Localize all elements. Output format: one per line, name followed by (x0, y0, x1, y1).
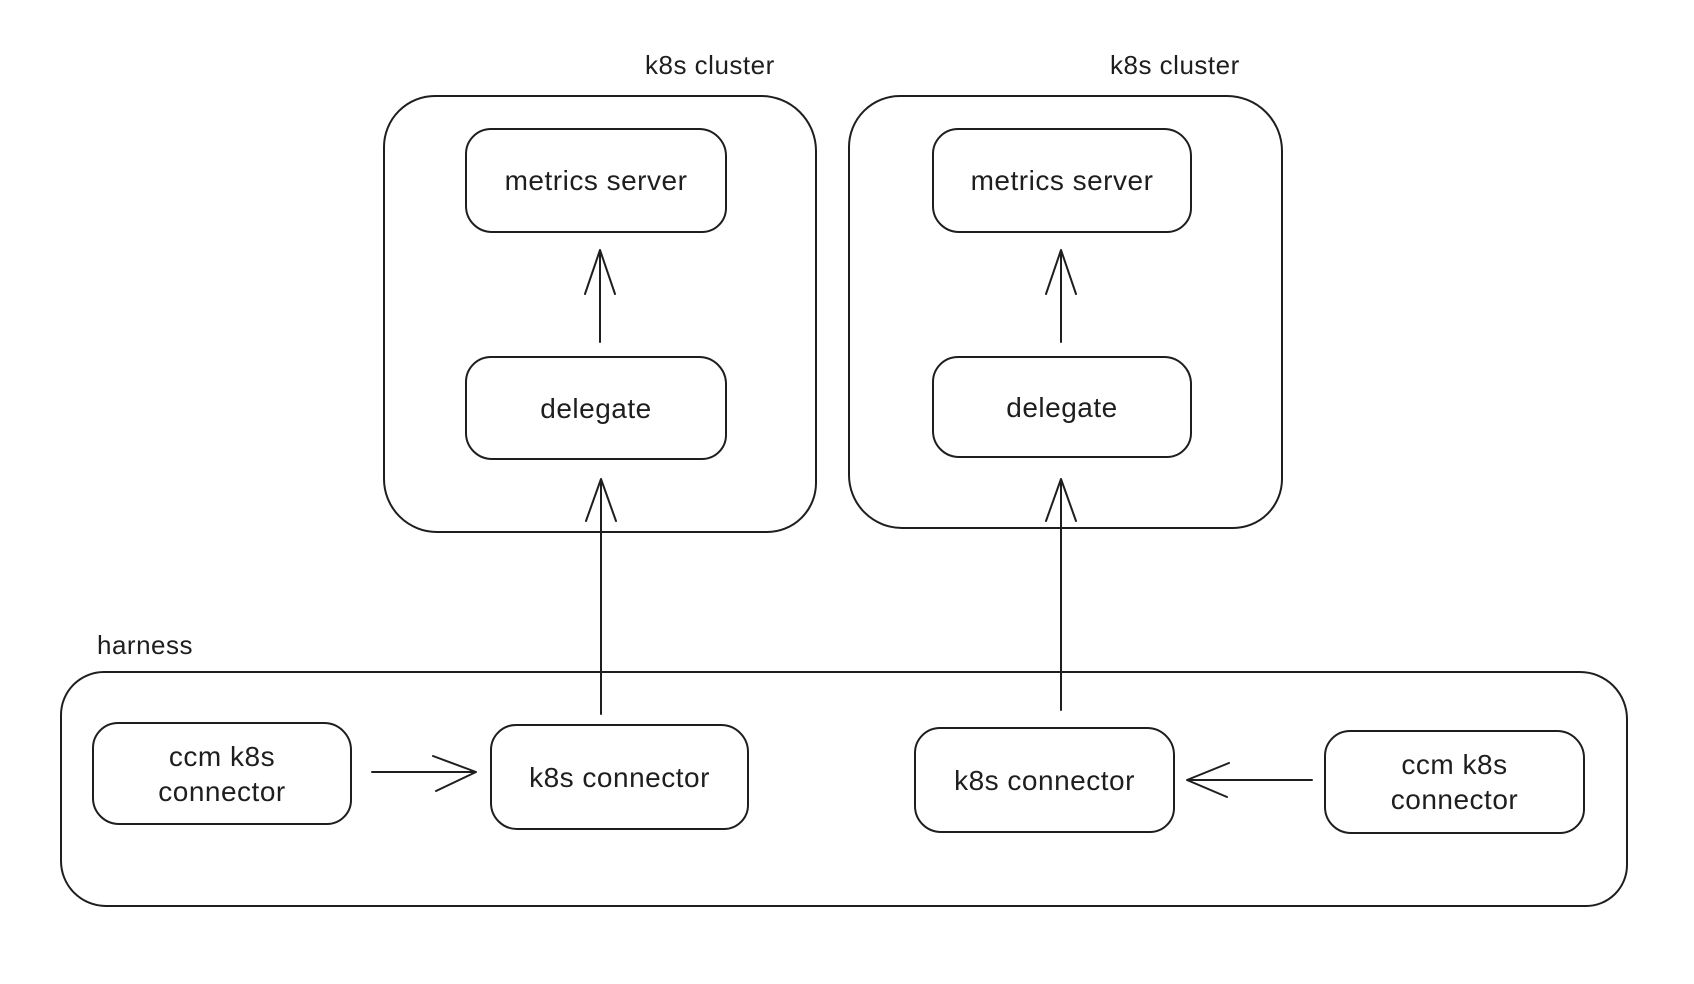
cluster-1-label: k8s cluster (645, 50, 775, 80)
cluster-1-box: metrics server delegate (383, 95, 817, 533)
k8s-connector-node-right: k8s connector (914, 727, 1175, 833)
ccm-k8s-connector-left-line-2: connector (158, 775, 286, 807)
harness-label: harness (97, 630, 193, 660)
ccm-k8s-connector-node-right: ccm k8s connector (1324, 730, 1585, 834)
ccm-k8s-connector-right-line-1: ccm k8s (1401, 749, 1508, 780)
metrics-server-node-1: metrics server (465, 128, 727, 233)
k8s-connector-left-label: k8s connector (529, 761, 710, 793)
ccm-k8s-connector-left-line-1: ccm k8s (168, 740, 276, 772)
metrics-server-label-2: metrics server (970, 165, 1154, 196)
ccm-k8s-connector-right-line-2: connector (1390, 784, 1519, 815)
delegate-node-1: delegate (465, 356, 727, 460)
k8s-connector-right-label: k8s connector (954, 764, 1135, 796)
harness-box: ccm k8s connector k8s connector k8s conn… (60, 671, 1628, 907)
metrics-server-node-2: metrics server (932, 128, 1192, 233)
metrics-server-label-1: metrics server (504, 165, 688, 196)
delegate-node-2: delegate (932, 356, 1192, 458)
cluster-2-box: metrics server delegate (848, 95, 1283, 529)
cluster-2-label: k8s cluster (1110, 50, 1240, 80)
delegate-label-1: delegate (540, 392, 652, 424)
ccm-k8s-connector-node-left: ccm k8s connector (92, 722, 352, 825)
k8s-connector-node-left: k8s connector (490, 724, 749, 830)
delegate-label-2: delegate (1006, 391, 1118, 423)
